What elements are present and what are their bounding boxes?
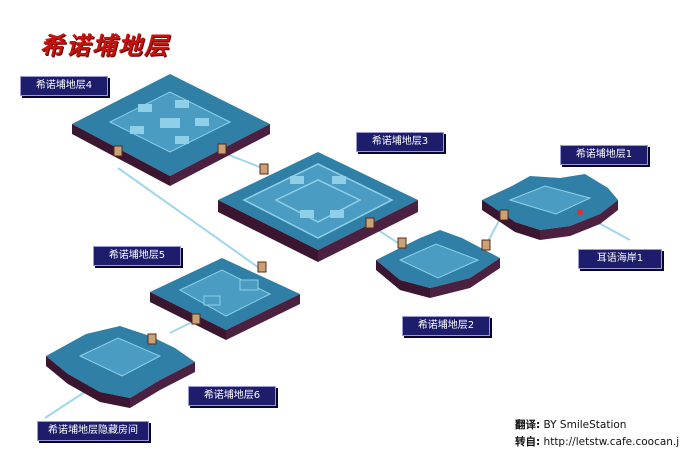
credit-translate-label: 翻译:: [515, 419, 541, 431]
credit-translate-value: BY SmileStation: [543, 419, 627, 431]
floor-3-map: [218, 152, 418, 262]
stair-marker: [481, 239, 491, 251]
credit-translate: 翻译: BY SmileStation: [515, 417, 626, 432]
stair-marker: [257, 261, 267, 273]
label-floor-6: 希诺埔地层6: [188, 386, 276, 406]
stair-marker: [259, 163, 269, 175]
stair-marker: [499, 209, 509, 221]
credit-repost-value: http://letstw.cafe.coocan.jp/: [543, 436, 680, 448]
stair-markers: [113, 143, 509, 345]
stair-marker: [217, 143, 227, 155]
exit-marker: [577, 209, 583, 215]
stair-marker: [113, 145, 123, 157]
stair-marker: [147, 333, 157, 345]
floor-4-map: [72, 74, 270, 186]
stair-marker: [397, 237, 407, 249]
credit-repost-label: 转自:: [515, 436, 541, 448]
floor-2-map: [376, 230, 500, 298]
label-floor-4: 希诺埔地层4: [20, 76, 108, 96]
label-floor-1: 希诺埔地层1: [560, 145, 648, 165]
floor-5-map: [150, 258, 300, 340]
page-title: 希诺埔地层: [40, 31, 170, 60]
floor-6-map: [46, 326, 195, 408]
floor-1-map: [482, 174, 618, 240]
stair-marker: [191, 313, 201, 325]
label-hidden-room: 希诺埔地层隐藏房间: [37, 421, 149, 441]
stair-marker: [365, 217, 375, 229]
label-floor-5: 希诺埔地层5: [93, 246, 181, 266]
label-coast: 耳语海岸1: [578, 249, 662, 269]
label-floor-2: 希诺埔地层2: [402, 316, 490, 336]
label-floor-3: 希诺埔地层3: [356, 132, 444, 152]
credit-repost: 转自: http://letstw.cafe.coocan.jp/: [515, 434, 680, 449]
link-f4-f3: [223, 152, 263, 169]
link-f4-f5: [117, 167, 263, 271]
